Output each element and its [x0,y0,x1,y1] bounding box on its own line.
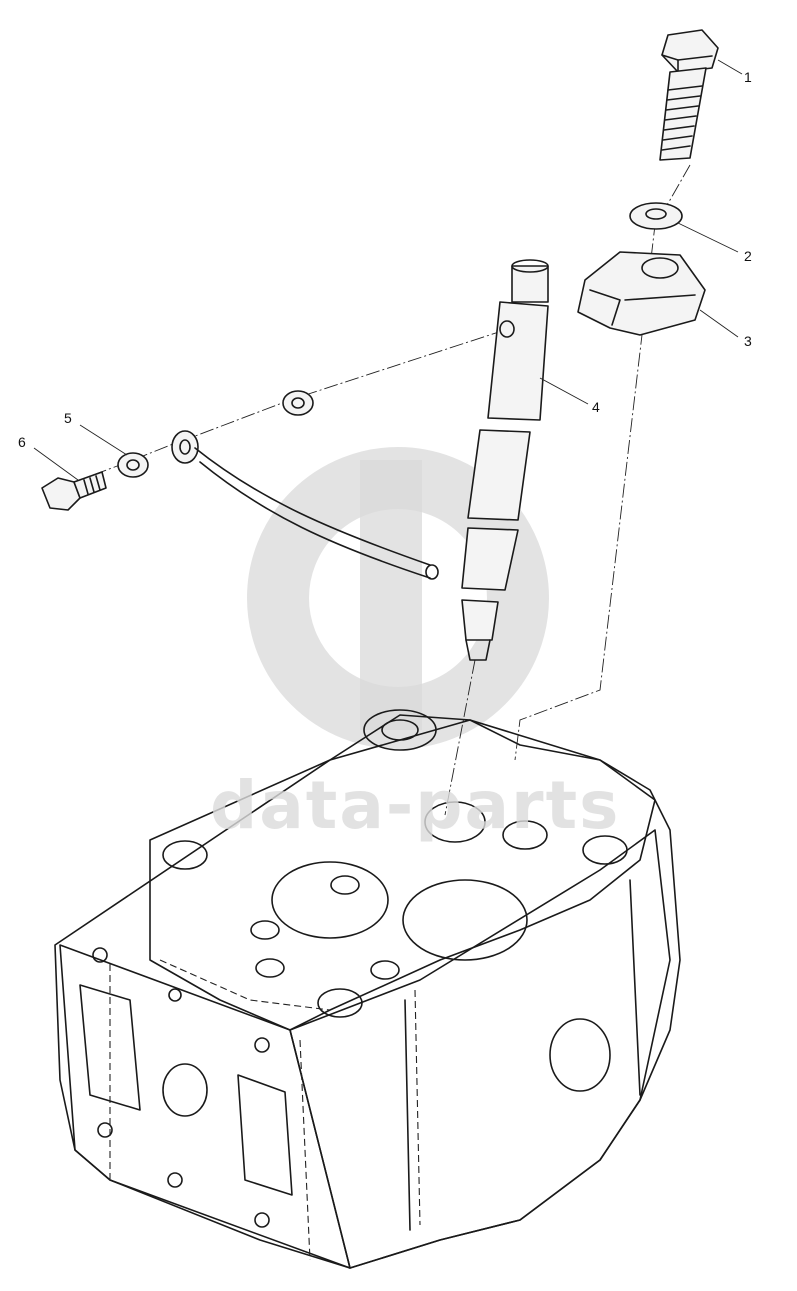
bolt-part-1 [659,29,719,161]
clamp-part-3 [577,251,706,336]
callout-4: 4 [592,399,600,415]
sealing-washer-part-5 [117,452,149,478]
callout-labels: 1 2 3 4 5 6 [18,69,752,450]
washer-part-2 [629,202,683,230]
watermark-text: data-parts [210,767,620,844]
callout-6: 6 [18,434,26,450]
callout-3: 3 [744,333,752,349]
banjo-bolt-part-6 [41,471,107,511]
fuel-line [171,390,439,580]
callout-1: 1 [744,69,752,85]
watermark-logo [247,447,549,749]
cylinder-head [54,709,681,1269]
injector-part-4 [461,259,549,661]
leader-lines [33,59,743,481]
callout-5: 5 [64,410,72,426]
callout-2: 2 [744,248,752,264]
